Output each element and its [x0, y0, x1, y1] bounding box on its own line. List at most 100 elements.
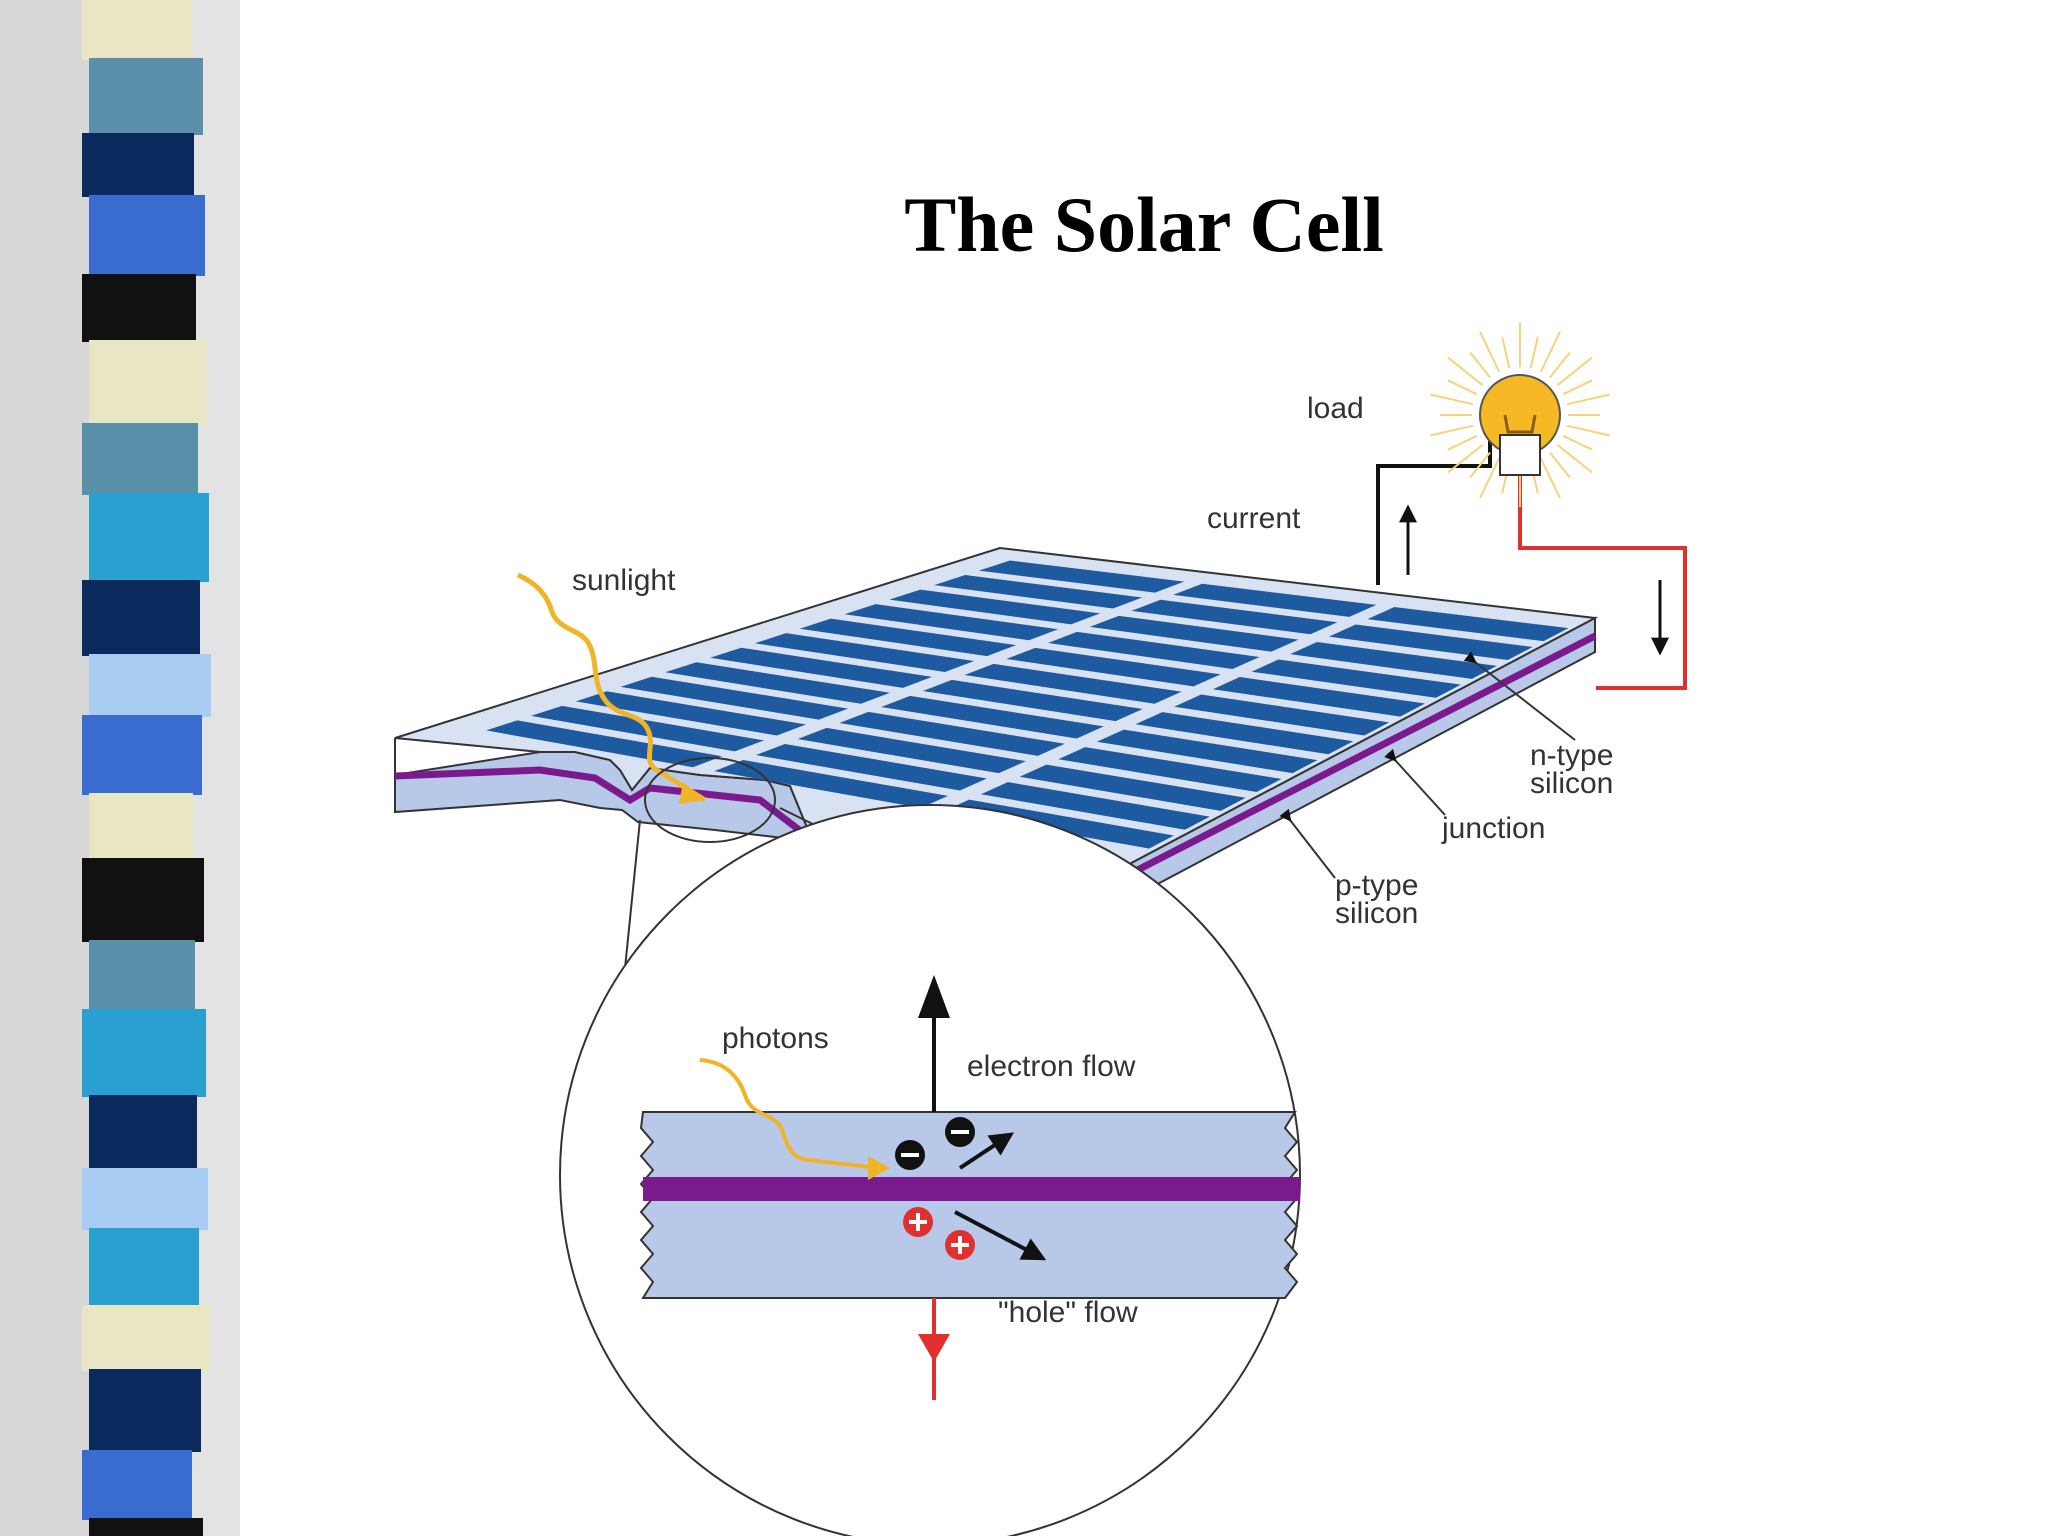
hole-icon	[903, 1207, 933, 1237]
bulb-ray	[1562, 434, 1593, 451]
decorative-sidebar	[0, 0, 240, 1536]
label-sunlight: sunlight	[572, 564, 676, 597]
bulb-ray	[1566, 393, 1610, 406]
solar-cell-bar	[964, 663, 1182, 704]
bulb-ray	[1562, 379, 1593, 396]
sidebar-block	[89, 1369, 201, 1452]
bulb-ray	[1479, 457, 1501, 499]
sidebar-block	[82, 715, 202, 795]
solar-cell-bar	[1251, 659, 1461, 698]
negative-wire	[1376, 440, 1492, 585]
electron-icon	[945, 1117, 975, 1147]
solar-cell-bar	[1135, 712, 1354, 755]
solar-cell-bar	[978, 560, 1185, 593]
bulb-ray	[1469, 451, 1491, 479]
label-p-type: p-type	[1335, 869, 1418, 902]
sidebar-block	[82, 423, 198, 495]
sidebar-block	[89, 195, 205, 276]
label-p-type-silicon: silicon	[1335, 897, 1418, 930]
electron-icon	[895, 1140, 925, 1170]
sidebar-block	[89, 654, 211, 717]
solar-cell-bar	[1006, 647, 1221, 687]
solar-cell-bar	[710, 647, 933, 688]
label-photons: photons	[722, 1022, 829, 1055]
sidebar-block	[89, 340, 207, 425]
bulb-ray	[1549, 351, 1571, 379]
bulb-ray	[1447, 434, 1478, 451]
solar-cell-bar	[922, 679, 1143, 722]
solar-cell-bar	[1290, 642, 1497, 679]
bulb-ray	[1549, 451, 1571, 479]
label-n-type-silicon: silicon	[1530, 767, 1613, 800]
solar-cell-bar	[665, 662, 891, 704]
solar-cell-bar	[1328, 624, 1533, 661]
sidebar-block	[82, 858, 204, 942]
bulb-ray	[1556, 444, 1593, 474]
label-hole-flow: "hole" flow	[998, 1296, 1138, 1329]
solar-cell-bar	[1174, 694, 1390, 736]
label-n-type: n-type	[1530, 739, 1613, 772]
solar-cell-bar	[934, 575, 1143, 609]
label-current: current	[1207, 502, 1301, 535]
solar-cell-bar	[881, 695, 1104, 739]
sidebar-block	[82, 580, 200, 656]
solar-cell-bar	[1019, 764, 1246, 811]
solar-cell-bar	[620, 676, 849, 720]
solar-cell-bar	[889, 589, 1101, 625]
label-load: load	[1307, 392, 1364, 425]
bulb-ray	[1539, 331, 1561, 373]
solar-cell-bar	[839, 711, 1065, 756]
sidebar-block	[82, 0, 192, 60]
sidebar-block	[82, 133, 194, 197]
solar-cell-bar	[980, 782, 1210, 830]
solar-cell-bar	[714, 759, 948, 808]
solar-cell-bar	[1131, 599, 1338, 635]
bulb-ray	[1529, 336, 1539, 369]
magnified-view	[559, 804, 1301, 1536]
slide-title: The Solar Cell	[904, 181, 1384, 268]
positive-wire	[1518, 475, 1687, 690]
solar-cell-bar	[1089, 615, 1299, 652]
bulb-ray	[1469, 351, 1491, 379]
solar-cell-bar	[797, 727, 1026, 774]
solar-cell-bar	[575, 691, 807, 736]
solar-cell-bar	[755, 743, 987, 791]
sidebar-block	[89, 1228, 199, 1307]
sidebar-block	[89, 493, 209, 582]
solar-cell-bar	[754, 633, 975, 672]
bulb-ray	[1556, 356, 1593, 386]
solar-cell-bar	[486, 720, 722, 768]
sidebar-block	[82, 1168, 208, 1230]
solar-cell-bar	[1212, 677, 1425, 717]
solar-cell-bar	[799, 618, 1017, 657]
sidebar-block	[89, 1095, 197, 1170]
solar-cell-bar	[1058, 747, 1282, 793]
sidebar-block	[89, 793, 193, 860]
bulb-ray	[1447, 444, 1484, 474]
solar-cell-bar	[1048, 631, 1260, 669]
bulb-ray	[1430, 424, 1474, 437]
hole-icon	[945, 1230, 975, 1260]
bulb-ray	[1430, 393, 1474, 406]
solar-cell-bar	[1367, 607, 1569, 642]
sidebar-block	[89, 58, 203, 135]
bulb-ray	[1447, 356, 1484, 386]
sidebar-block	[82, 1009, 206, 1097]
sidebar-block	[89, 940, 195, 1011]
label-electron-flow: electron flow	[967, 1050, 1136, 1083]
solar-cell-bar	[1096, 729, 1318, 774]
sidebar-block	[82, 1305, 210, 1371]
sidebar-block	[82, 274, 196, 342]
zoom-region-circle	[644, 757, 776, 843]
bulb-ray	[1501, 336, 1511, 369]
bulb-ray	[1566, 424, 1610, 437]
sidebar-block	[82, 1450, 192, 1520]
light-bulb-icon	[1430, 323, 1610, 507]
solar-cell-bar	[1173, 583, 1377, 617]
bulb-ray	[1447, 379, 1478, 396]
solar-cell-bar	[844, 604, 1059, 641]
sunlight-ray	[516, 572, 707, 803]
bulb-ray	[1479, 331, 1501, 373]
bulb-ray	[1539, 457, 1561, 499]
